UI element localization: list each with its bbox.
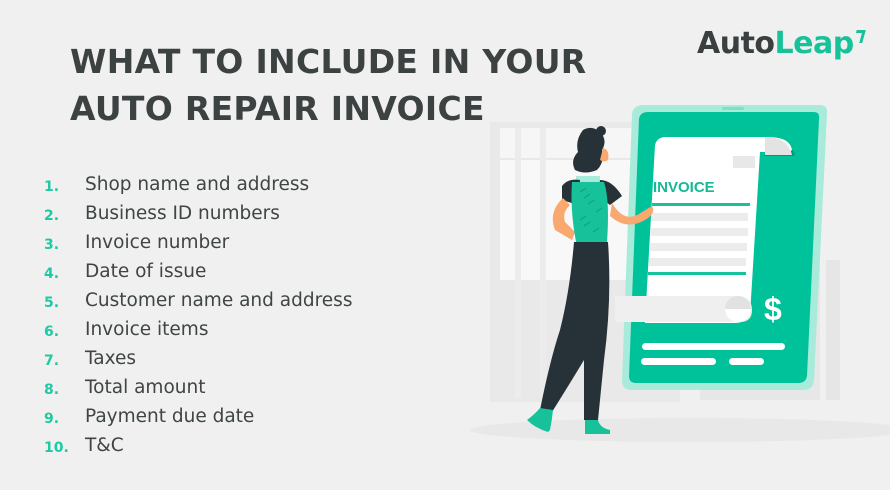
list-number: 5. xyxy=(44,294,60,311)
list-number: 6. xyxy=(44,323,60,340)
list-number: 1. xyxy=(44,178,60,195)
dollar-sign-icon: $ xyxy=(764,291,782,327)
list-item: 2. Business ID numbers xyxy=(44,199,352,228)
list-number: 8. xyxy=(44,381,60,398)
list-number: 3. xyxy=(44,236,60,253)
list-label: Date of issue xyxy=(85,261,207,282)
list-item: 8. Total amount xyxy=(44,373,352,402)
invoice-heading: INVOICE xyxy=(653,179,715,196)
title-line-2: AUTO REPAIR INVOICE xyxy=(70,89,485,128)
floor-shadow xyxy=(470,418,890,442)
list-number: 9. xyxy=(44,410,60,427)
list-label: Customer name and address xyxy=(85,290,353,311)
list-item: 1. Shop name and address xyxy=(44,170,352,199)
list-number: 10. xyxy=(44,439,69,456)
logo-text-auto: Auto xyxy=(697,26,775,61)
page-title: WHAT TO INCLUDE IN YOUR AUTO REPAIR INVO… xyxy=(70,38,587,132)
list-label: Invoice number xyxy=(85,232,230,253)
list-number: 2. xyxy=(44,207,60,224)
list-item: 7. Taxes xyxy=(44,344,352,373)
list-number: 4. xyxy=(44,265,60,282)
list-item: 9. Payment due date xyxy=(44,402,352,431)
list-item: 4. Date of issue xyxy=(44,257,352,286)
list-label: Invoice items xyxy=(85,319,209,340)
list-label: T&C xyxy=(85,435,124,456)
list-item: 6. Invoice items xyxy=(44,315,352,344)
invoice-checklist: 1. Shop name and address 2. Business ID nu… xyxy=(44,170,352,460)
list-label: Payment due date xyxy=(85,406,255,427)
list-label: Shop name and address xyxy=(85,174,310,195)
autoleap-logo: AutoLeap xyxy=(697,26,866,61)
list-label: Business ID numbers xyxy=(85,203,280,224)
list-item: 5. Customer name and address xyxy=(44,286,352,315)
logo-text-leap: Leap xyxy=(774,26,855,61)
invoice-paper-icon: INVOICE xyxy=(615,137,795,323)
list-label: Total amount xyxy=(85,377,206,398)
list-label: Taxes xyxy=(85,348,136,369)
list-item: 10. T&C xyxy=(44,431,352,460)
list-item: 3. Invoice number xyxy=(44,228,352,257)
title-line-1: WHAT TO INCLUDE IN YOUR xyxy=(70,42,587,81)
list-number: 7. xyxy=(44,352,60,369)
woman-figure-icon xyxy=(527,126,654,434)
